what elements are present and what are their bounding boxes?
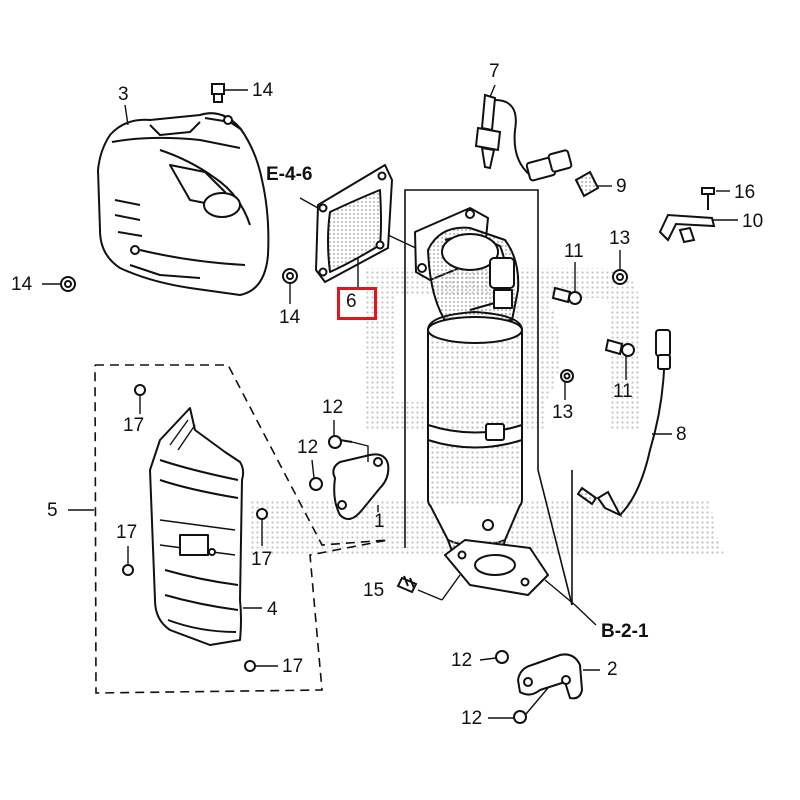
- callout-17-d: 17: [282, 656, 304, 677]
- gasket: [315, 164, 393, 283]
- upstream-oxygen-sensor: [474, 93, 573, 182]
- nut-17-c: [122, 564, 134, 576]
- callout-9: 9: [616, 176, 627, 197]
- callout-12-a: 12: [322, 397, 344, 418]
- part-6-highlight: [337, 287, 377, 320]
- sensor-7-leader: [489, 84, 496, 98]
- callout-5: 5: [47, 500, 58, 521]
- bolt-12-d: [513, 710, 527, 724]
- callout-14-left: 14: [11, 274, 33, 295]
- reference-lower[interactable]: B-2-1: [601, 621, 649, 642]
- nut-17-d: [244, 660, 256, 672]
- callout-3: 3: [118, 84, 129, 105]
- bracket-2: [517, 653, 583, 700]
- bolt-11-lower: [604, 338, 635, 357]
- bracket-1: [332, 453, 390, 520]
- grommet-9: [574, 170, 600, 198]
- callout-10: 10: [742, 211, 764, 232]
- group-boundary-shields: [94, 364, 389, 694]
- callout-14-top: 14: [252, 80, 274, 101]
- nut-13-upper: [612, 269, 628, 285]
- callout-6[interactable]: 6: [346, 291, 357, 312]
- callout-12-b: 12: [297, 437, 319, 458]
- callout-8: 8: [676, 424, 687, 445]
- nut-13-lower: [560, 369, 574, 383]
- bolt-12-a: [328, 435, 353, 449]
- nut-14-top: [211, 83, 225, 103]
- callout-12-c: 12: [451, 650, 473, 671]
- nut-14-left: [60, 276, 76, 292]
- bolt-12-b: [309, 477, 323, 491]
- callout-17-c: 17: [116, 522, 138, 543]
- callout-1: 1: [374, 511, 385, 532]
- downstream-oxygen-sensor: [576, 329, 671, 518]
- lower-heat-shield: [149, 407, 245, 646]
- part-3-leader: [124, 104, 129, 126]
- callout-15: 15: [363, 580, 385, 601]
- reference-upper[interactable]: E-4-6: [266, 164, 313, 185]
- stud-15: [396, 575, 418, 594]
- bolt-16: [701, 187, 715, 210]
- nut-14-mid: [282, 268, 298, 284]
- nut-17-b: [256, 508, 268, 520]
- bracket-10: [658, 213, 716, 244]
- callout-11-lower: 11: [613, 381, 633, 402]
- bolt-12-c-leader: [479, 657, 497, 661]
- callout-14-mid: 14: [279, 307, 301, 328]
- callout-13-lower: 13: [552, 402, 574, 423]
- callout-13-upper: 13: [609, 228, 631, 249]
- callout-17-b: 17: [251, 549, 273, 570]
- callout-11-upper: 11: [564, 241, 584, 262]
- callout-2: 2: [607, 659, 618, 680]
- nut-17-a: [134, 384, 146, 396]
- stud-15-leader-2: [441, 574, 461, 601]
- stud-15-leader: [417, 589, 443, 601]
- b21-leader: [544, 579, 597, 626]
- gasket-leader: [299, 197, 319, 209]
- callout-7: 7: [489, 61, 500, 82]
- callout-4: 4: [267, 599, 278, 620]
- callout-17-a: 17: [123, 415, 145, 436]
- bolt-12-a-path: [351, 441, 369, 462]
- bolt-12-d-leader-2: [525, 687, 549, 715]
- bolt-12-c: [495, 650, 509, 664]
- callout-12-d: 12: [461, 708, 483, 729]
- callout-16: 16: [734, 182, 756, 203]
- upper-heat-shield: [97, 112, 270, 296]
- bolt-12-b-leader: [311, 459, 315, 479]
- catalytic-converter: [414, 207, 549, 596]
- converter-group-outline: [404, 189, 573, 606]
